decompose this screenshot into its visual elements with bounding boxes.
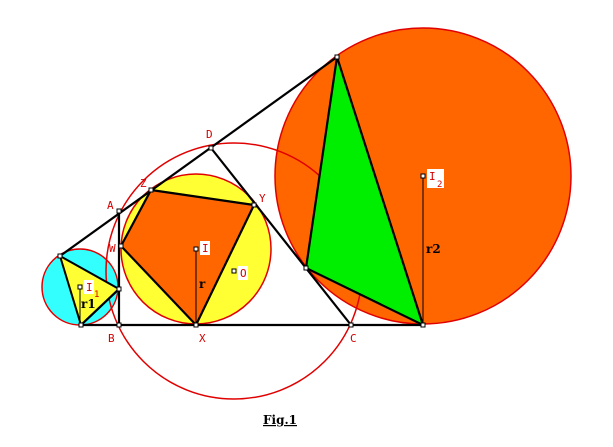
label-i1: I bbox=[86, 281, 93, 294]
label-d: D bbox=[206, 128, 213, 141]
figure-caption: Fig.1 bbox=[263, 413, 297, 427]
label-r: r bbox=[199, 277, 206, 291]
label-i2-sub: 2 bbox=[437, 180, 442, 190]
label-r1: r1 bbox=[81, 297, 96, 311]
label-b: B bbox=[108, 332, 115, 345]
label-z: Z bbox=[140, 177, 147, 190]
green-triangle bbox=[304, 56, 425, 328]
label-i1-sub: 1 bbox=[94, 290, 99, 300]
label-w: W bbox=[109, 242, 116, 255]
label-i: I bbox=[202, 242, 209, 255]
label-r2: r2 bbox=[426, 242, 441, 256]
label-c: C bbox=[350, 332, 357, 345]
label-x: X bbox=[199, 332, 206, 345]
label-i2: I bbox=[429, 170, 436, 183]
label-o: O bbox=[240, 267, 247, 280]
label-backgrounds bbox=[84, 169, 444, 294]
label-a: A bbox=[107, 199, 114, 212]
point-markers bbox=[57, 54, 426, 328]
black-lines bbox=[59, 56, 423, 327]
label-y: Y bbox=[259, 192, 266, 205]
